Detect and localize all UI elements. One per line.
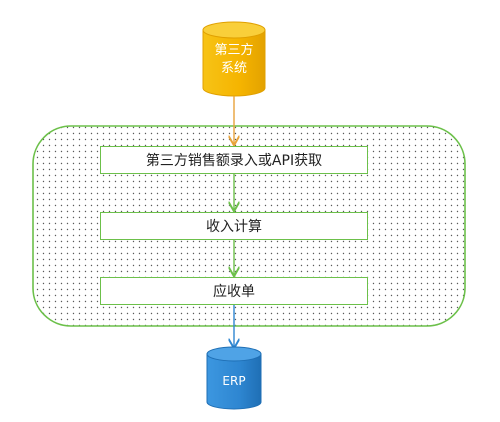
erp-cylinder [206, 346, 262, 410]
source-system-line2: 系统 [220, 61, 247, 76]
step-sales-entry: 第三方销售额录入或API获取 [100, 146, 368, 174]
source-system-label: 第三方 系统 [203, 42, 265, 78]
step-revenue-calculation: 收入计算 [100, 212, 368, 240]
step-sales-entry-label: 第三方销售额录入或API获取 [145, 153, 323, 169]
step-revenue-calculation-label: 收入计算 [206, 219, 262, 235]
erp-label: ERP [222, 374, 246, 388]
source-system-line1: 第三方 [214, 43, 254, 58]
source-system-cylinder [202, 21, 266, 97]
step-receivable: 应收单 [100, 277, 368, 305]
step-receivable-label: 应收单 [213, 284, 255, 300]
